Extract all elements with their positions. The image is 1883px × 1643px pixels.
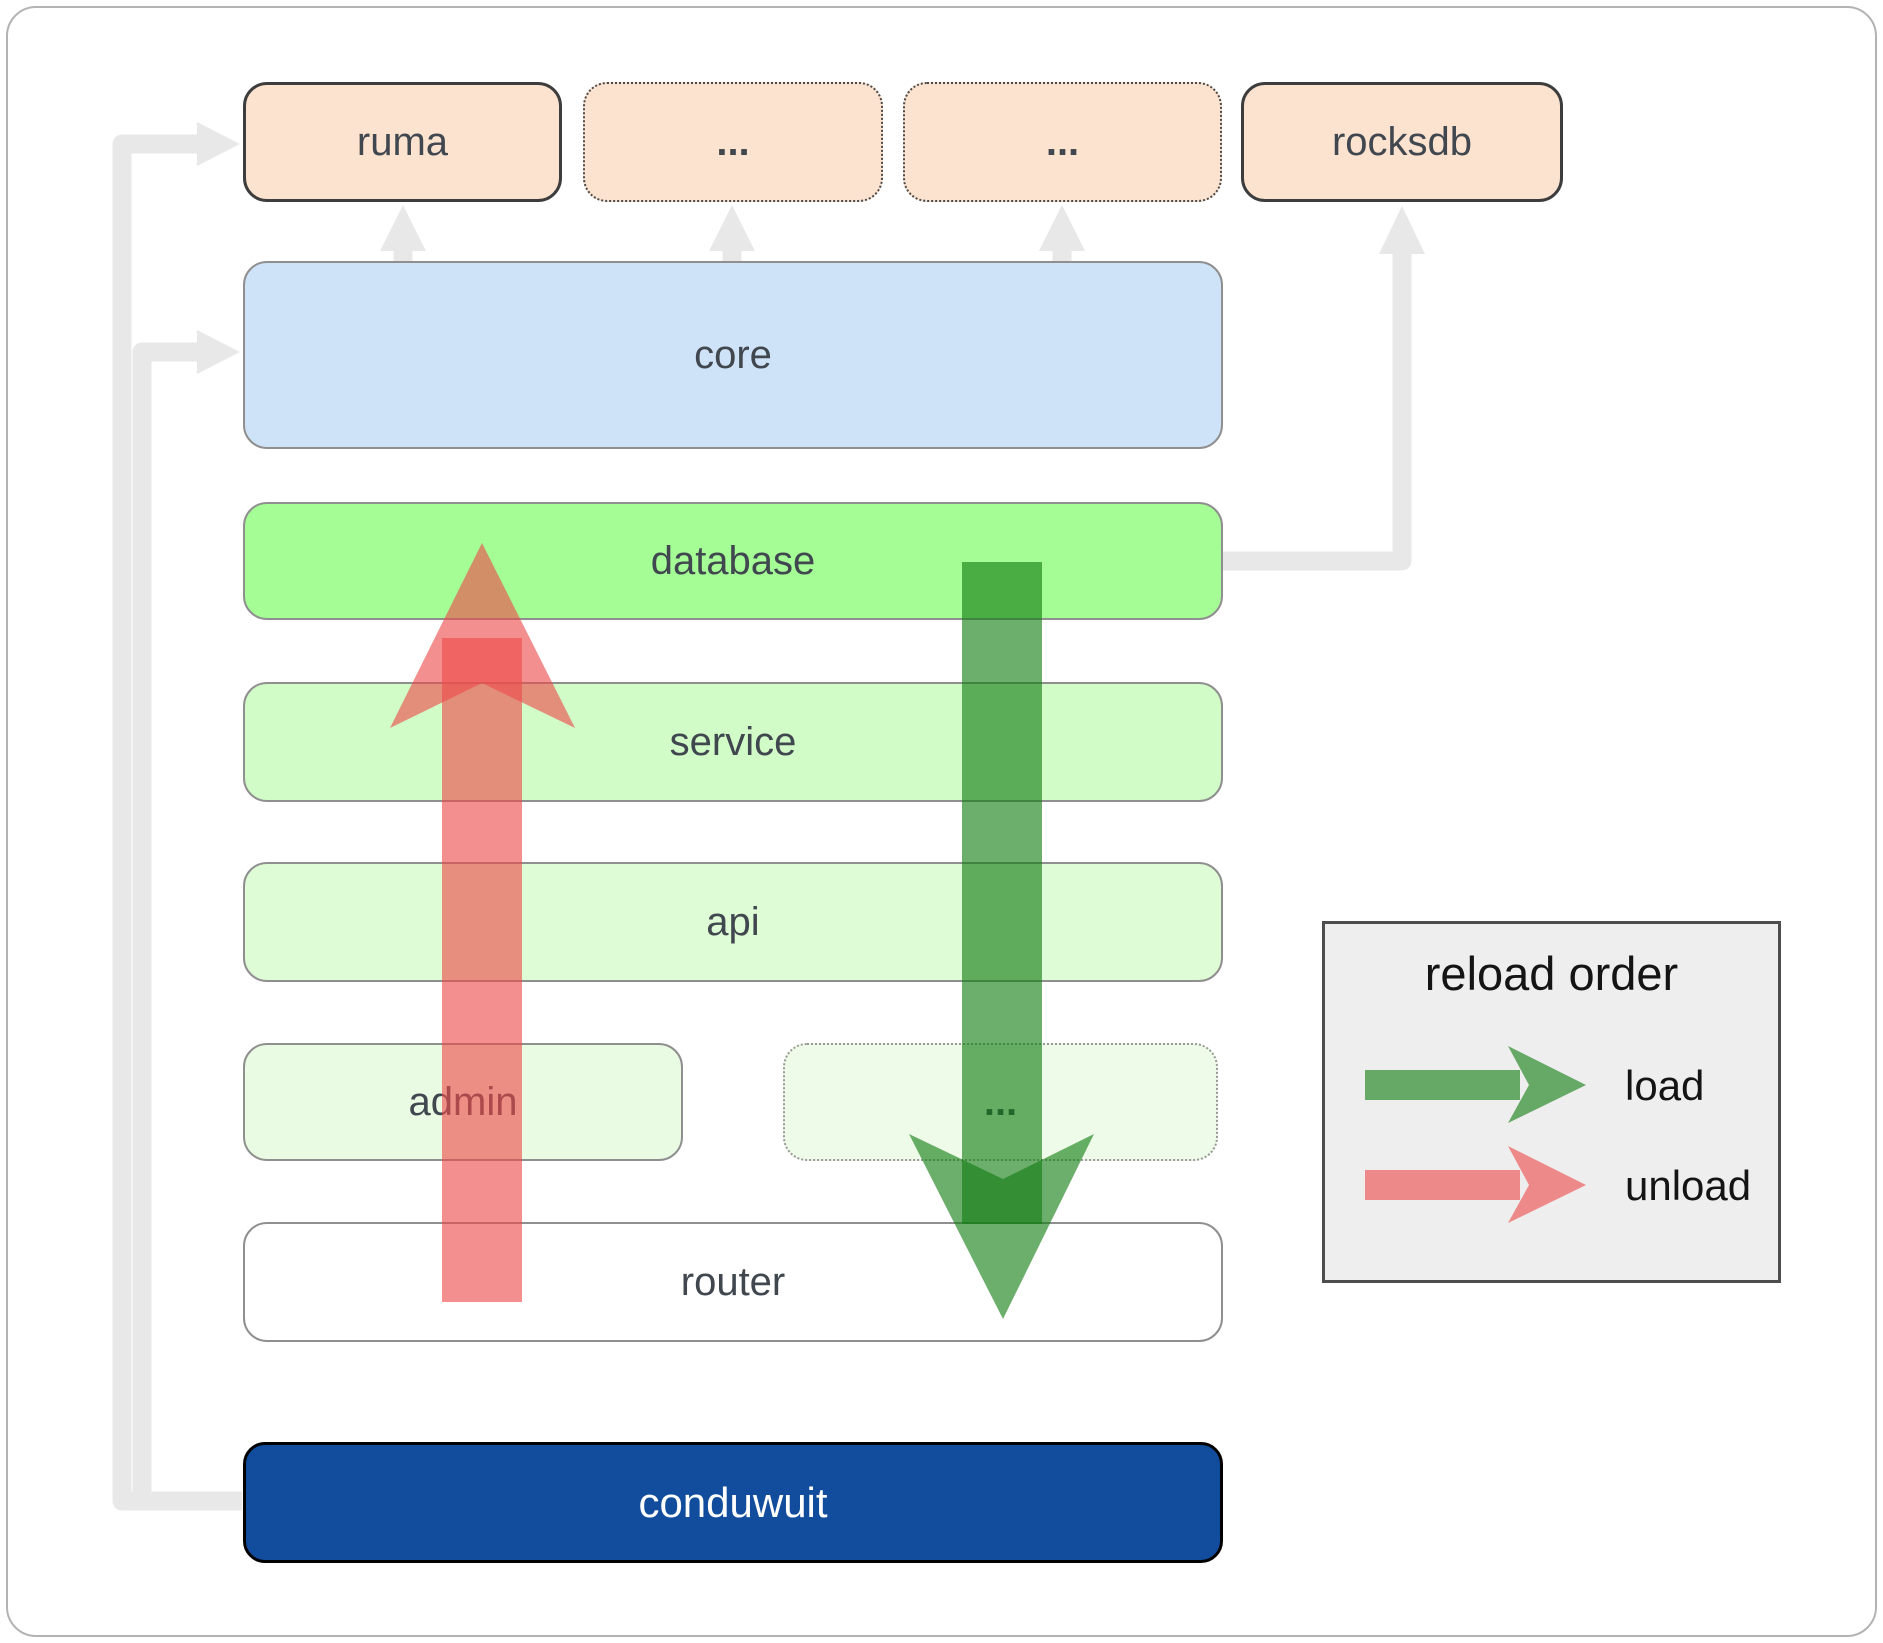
node-ruma-label: ruma: [356, 119, 449, 164]
node-ellipsis-top-2-label: ...: [1045, 119, 1080, 164]
node-admin: admin: [243, 1043, 683, 1161]
node-service: service: [243, 682, 1223, 802]
node-service-label: service: [669, 719, 797, 764]
node-rocksdb: rocksdb: [1241, 82, 1563, 202]
legend-title: reload order: [1424, 947, 1679, 1000]
node-ellipsis-top-1-label: ...: [716, 119, 750, 164]
node-rocksdb-label: rocksdb: [1331, 119, 1473, 164]
node-ellipsis-bottom-label: ...: [983, 1079, 1018, 1124]
node-database: database: [243, 502, 1223, 620]
node-core: core: [243, 261, 1223, 449]
legend-load-arrow-icon: [1365, 1046, 1586, 1123]
node-conduwuit: conduwuit: [243, 1442, 1223, 1563]
node-api-label: api: [706, 899, 760, 944]
node-ruma: ruma: [243, 82, 562, 202]
legend: reload order load unload: [1322, 921, 1781, 1283]
legend-load-label: load: [1625, 1062, 1705, 1109]
diagram-outer-frame: [6, 6, 1877, 1637]
node-core-label: core: [694, 332, 772, 377]
legend-unload-arrow-icon: [1365, 1146, 1586, 1223]
node-admin-label: admin: [408, 1079, 518, 1124]
legend-unload-label: unload: [1625, 1162, 1752, 1209]
node-router-label: router: [680, 1259, 786, 1304]
node-ellipsis-top-1: ...: [583, 82, 883, 202]
node-router: router: [243, 1222, 1223, 1342]
node-api: api: [243, 862, 1223, 982]
node-conduwuit-label: conduwuit: [638, 1478, 828, 1526]
node-ellipsis-bottom: ...: [783, 1043, 1218, 1161]
node-database-label: database: [650, 538, 816, 583]
node-ellipsis-top-2: ...: [903, 82, 1222, 202]
